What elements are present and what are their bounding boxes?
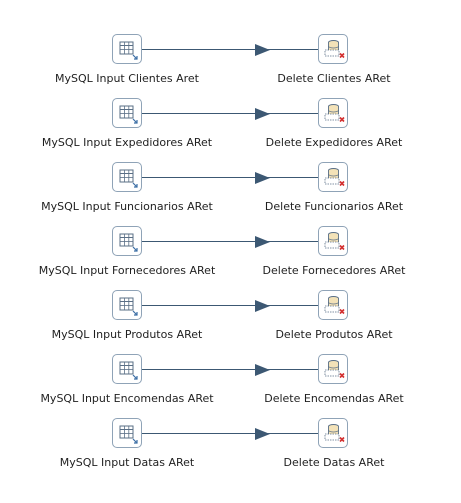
hop-arrow-icon (255, 427, 270, 440)
delete-step-label: Delete Fornecedores ARet (262, 264, 406, 277)
hop-line[interactable] (142, 241, 318, 242)
hop-line[interactable] (142, 369, 318, 370)
mysql-input-step-label: MySQL Input Produtos ARet (51, 328, 203, 341)
mysql-input-step[interactable] (112, 162, 142, 192)
delete-step[interactable] (318, 418, 348, 448)
mysql-input-step[interactable] (112, 290, 142, 320)
hop-arrow-icon (255, 107, 270, 120)
delete-step[interactable] (318, 290, 348, 320)
delete-step[interactable] (318, 354, 348, 384)
hop-arrow-icon (255, 299, 270, 312)
hop-arrow-icon (255, 171, 270, 184)
delete-step[interactable] (318, 34, 348, 64)
hop-arrow-icon (255, 235, 270, 248)
mysql-input-step-label: MySQL Input Funcionarios ARet (41, 200, 213, 213)
delete-step-label: Delete Encomendas ARet (264, 392, 404, 405)
hop-line[interactable] (142, 177, 318, 178)
mysql-input-step[interactable] (112, 354, 142, 384)
delete-step-label: Delete Funcionarios ARet (264, 200, 404, 213)
mysql-input-step[interactable] (112, 98, 142, 128)
delete-step[interactable] (318, 98, 348, 128)
hop-line[interactable] (142, 49, 318, 50)
mysql-input-step-label: MySQL Input Clientes Aret (55, 72, 199, 85)
hop-arrow-icon (255, 363, 270, 376)
hop-arrow-icon (255, 43, 270, 56)
mysql-input-step-label: MySQL Input Encomendas ARet (40, 392, 214, 405)
delete-step-label: Delete Produtos ARet (275, 328, 393, 341)
delete-step-label: Delete Expedidores ARet (265, 136, 403, 149)
mysql-input-step-label: MySQL Input Expedidores ARet (41, 136, 213, 149)
mysql-input-step[interactable] (112, 226, 142, 256)
hop-line[interactable] (142, 305, 318, 306)
delete-step[interactable] (318, 162, 348, 192)
delete-step[interactable] (318, 226, 348, 256)
delete-step-label: Delete Clientes ARet (277, 72, 391, 85)
mysql-input-step-label: MySQL Input Fornecedores ARet (38, 264, 216, 277)
hop-line[interactable] (142, 433, 318, 434)
hop-line[interactable] (142, 113, 318, 114)
mysql-input-step[interactable] (112, 418, 142, 448)
mysql-input-step-label: MySQL Input Datas ARet (59, 456, 195, 469)
delete-step-label: Delete Datas ARet (283, 456, 385, 469)
mysql-input-step[interactable] (112, 34, 142, 64)
